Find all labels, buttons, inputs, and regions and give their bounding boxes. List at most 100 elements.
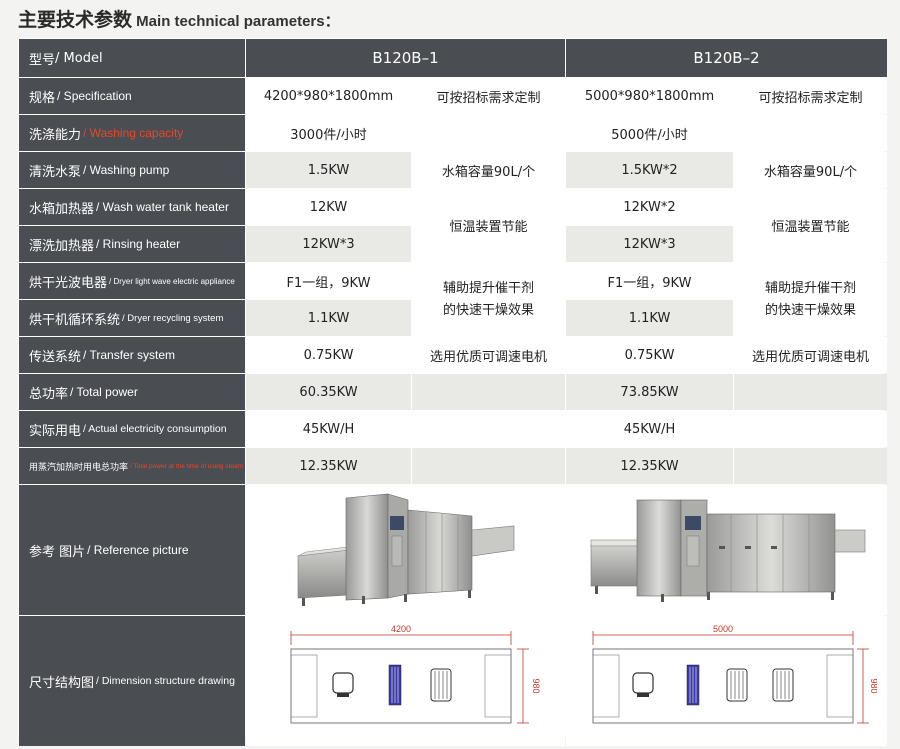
drawing-cn: 尺寸结构图: [29, 675, 95, 691]
transfer-b2-value: 0.75KW: [566, 337, 733, 373]
transfer-cn: 传送系统: [29, 349, 82, 365]
header-model-label: 型号/ Model: [19, 39, 245, 77]
page-title: 主要技术参数 Main technical parameters：: [18, 7, 340, 33]
heat-note-b1: 恒温装置节能: [412, 189, 565, 262]
rinse-cn: 漂洗加热器: [29, 238, 95, 254]
row-label-rinse: 漂洗加热器/ Rinsing heater: [19, 226, 245, 262]
header-model-en: / Model: [55, 50, 103, 66]
spec-cn: 规格: [29, 90, 56, 106]
tank-cn: 水箱加热器: [29, 201, 95, 217]
b1-length-label: 4200: [390, 624, 410, 634]
dishwasher-b1-image: [297, 493, 514, 606]
header-b1: B120B–1: [246, 39, 565, 77]
power-b1-empty: [412, 374, 565, 410]
pump-b1-note: 水箱容量90L/个: [412, 152, 565, 188]
spec-b2-value: 5000*980*1800mm: [566, 78, 733, 114]
recycle-en: / Dryer recycling system: [122, 312, 224, 324]
spec-b1-value: 4200*980*1800mm: [246, 78, 411, 114]
row-label-steam: 用蒸汽加热时用电总功率/ Total power at the time of …: [19, 448, 245, 484]
dimension-drawing-b2: 5000 980: [566, 616, 887, 746]
heat-note-b2: 恒温装置节能: [734, 189, 887, 262]
dry-note-b2: 辅助提升催干剂的快速干燥效果: [734, 263, 887, 336]
pump-en: / Washing pump: [83, 163, 170, 177]
row-label-wash: 洗涤能力/ Washing capacity: [19, 115, 245, 151]
row-label-power: 总功率/ Total power: [19, 374, 245, 410]
actual-cn: 实际用电: [29, 423, 82, 439]
transfer-b2-note: 选用优质可调速电机: [734, 337, 887, 373]
spec-en: / Specification: [57, 89, 132, 103]
dimension-drawing-b2-svg: 5000 980: [592, 624, 877, 724]
rinse-en: / Rinsing heater: [96, 237, 181, 251]
rinse-b2-value: 12KW*3: [566, 226, 733, 262]
wash-b1-empty: [412, 115, 565, 151]
row-label-picture: 参考 图片/ Reference picture: [19, 485, 245, 615]
power-cn: 总功率: [29, 386, 69, 402]
dryer-en: / Dryer light wave electric appliance: [109, 276, 235, 286]
spec-b2-note: 可按招标需求定制: [734, 78, 887, 114]
actual-en: / Actual electricity consumption: [83, 423, 227, 435]
spec-table: 型号/ Model B120B–1 B120B–2 规格/ Specificat…: [18, 38, 887, 746]
wash-b2-empty: [734, 115, 887, 151]
dryer-cn: 烘干光波电器: [29, 275, 108, 291]
recycle-b1-value: 1.1KW: [246, 300, 411, 336]
transfer-b1-note: 选用优质可调速电机: [412, 337, 565, 373]
reference-picture-b2: [566, 485, 887, 615]
steam-b2-value: 12.35KW: [566, 448, 733, 484]
dimension-drawing-b1-svg: 4200 980: [290, 624, 541, 724]
title-cn: 主要技术参数: [18, 9, 133, 31]
dry-note-b1-line2: 的快速干燥效果: [442, 302, 534, 318]
header-b2: B120B–2: [566, 39, 887, 77]
row-label-recycle: 烘干机循环系统/ Dryer recycling system: [19, 300, 245, 336]
row-label-tank: 水箱加热器/ Wash water tank heater: [19, 189, 245, 225]
steam-en: / Total power at the time of using steam: [130, 462, 243, 470]
dry-note-b1-line1: 辅助提升催干剂: [442, 280, 534, 296]
recycle-cn: 烘干机循环系统: [29, 312, 121, 328]
rinse-b1-value: 12KW*3: [246, 226, 411, 262]
tank-b1-value: 12KW: [246, 189, 411, 225]
pump-b2-note: 水箱容量90L/个: [734, 152, 887, 188]
power-en: / Total power: [70, 385, 138, 399]
pump-b1-value: 1.5KW: [246, 152, 411, 188]
power-b1-value: 60.35KW: [246, 374, 411, 410]
drawing-en: / Dimension structure drawing: [96, 675, 235, 687]
tank-b2-value: 12KW*2: [566, 189, 733, 225]
wash-b2-value: 5000件/小时: [566, 115, 733, 151]
steam-cn: 用蒸汽加热时用电总功率: [29, 462, 129, 473]
dryer-b1-value: F1一组，9KW: [246, 263, 411, 299]
picture-cn: 参考 图片: [29, 544, 86, 560]
dimension-drawing-b1: 4200 980: [246, 616, 565, 746]
row-label-pump: 清洗水泵/ Washing pump: [19, 152, 245, 188]
steam-b1-empty: [412, 448, 565, 484]
actual-b2-value: 45KW/H: [566, 411, 733, 447]
wash-b1-value: 3000件/小时: [246, 115, 411, 151]
row-label-drawing: 尺寸结构图/ Dimension structure drawing: [19, 616, 245, 746]
b1-height-label: 980: [531, 678, 541, 693]
actual-b2-empty: [734, 411, 887, 447]
steam-b2-empty: [734, 448, 887, 484]
row-label-spec: 规格/ Specification: [19, 78, 245, 114]
wash-en: / Washing capacity: [83, 126, 184, 140]
b2-height-label: 980: [869, 678, 877, 693]
dry-note-b1: 辅助提升催干剂的快速干燥效果: [412, 263, 565, 336]
dry-note-b2-line2: 的快速干燥效果: [764, 302, 856, 318]
actual-b1-value: 45KW/H: [246, 411, 411, 447]
pump-b2-value: 1.5KW*2: [566, 152, 733, 188]
dry-note-b2-line1: 辅助提升催干剂: [764, 280, 856, 296]
power-b2-value: 73.85KW: [566, 374, 733, 410]
dishwasher-b2-image: [590, 499, 865, 602]
transfer-en: / Transfer system: [83, 348, 176, 362]
row-label-actual: 实际用电/ Actual electricity consumption: [19, 411, 245, 447]
title-en: Main technical parameters：: [132, 13, 340, 30]
recycle-b2-value: 1.1KW: [566, 300, 733, 336]
header-model-cn: 型号: [29, 52, 56, 68]
spec-b1-note: 可按招标需求定制: [412, 78, 565, 114]
transfer-b1-value: 0.75KW: [246, 337, 411, 373]
row-label-transfer: 传送系统/ Transfer system: [19, 337, 245, 373]
b2-length-label: 5000: [712, 624, 732, 634]
reference-picture-b1: [246, 485, 565, 615]
pump-cn: 清洗水泵: [29, 164, 82, 180]
tank-en: / Wash water tank heater: [96, 200, 229, 214]
power-b2-empty: [734, 374, 887, 410]
actual-b1-empty: [412, 411, 565, 447]
steam-b1-value: 12.35KW: [246, 448, 411, 484]
